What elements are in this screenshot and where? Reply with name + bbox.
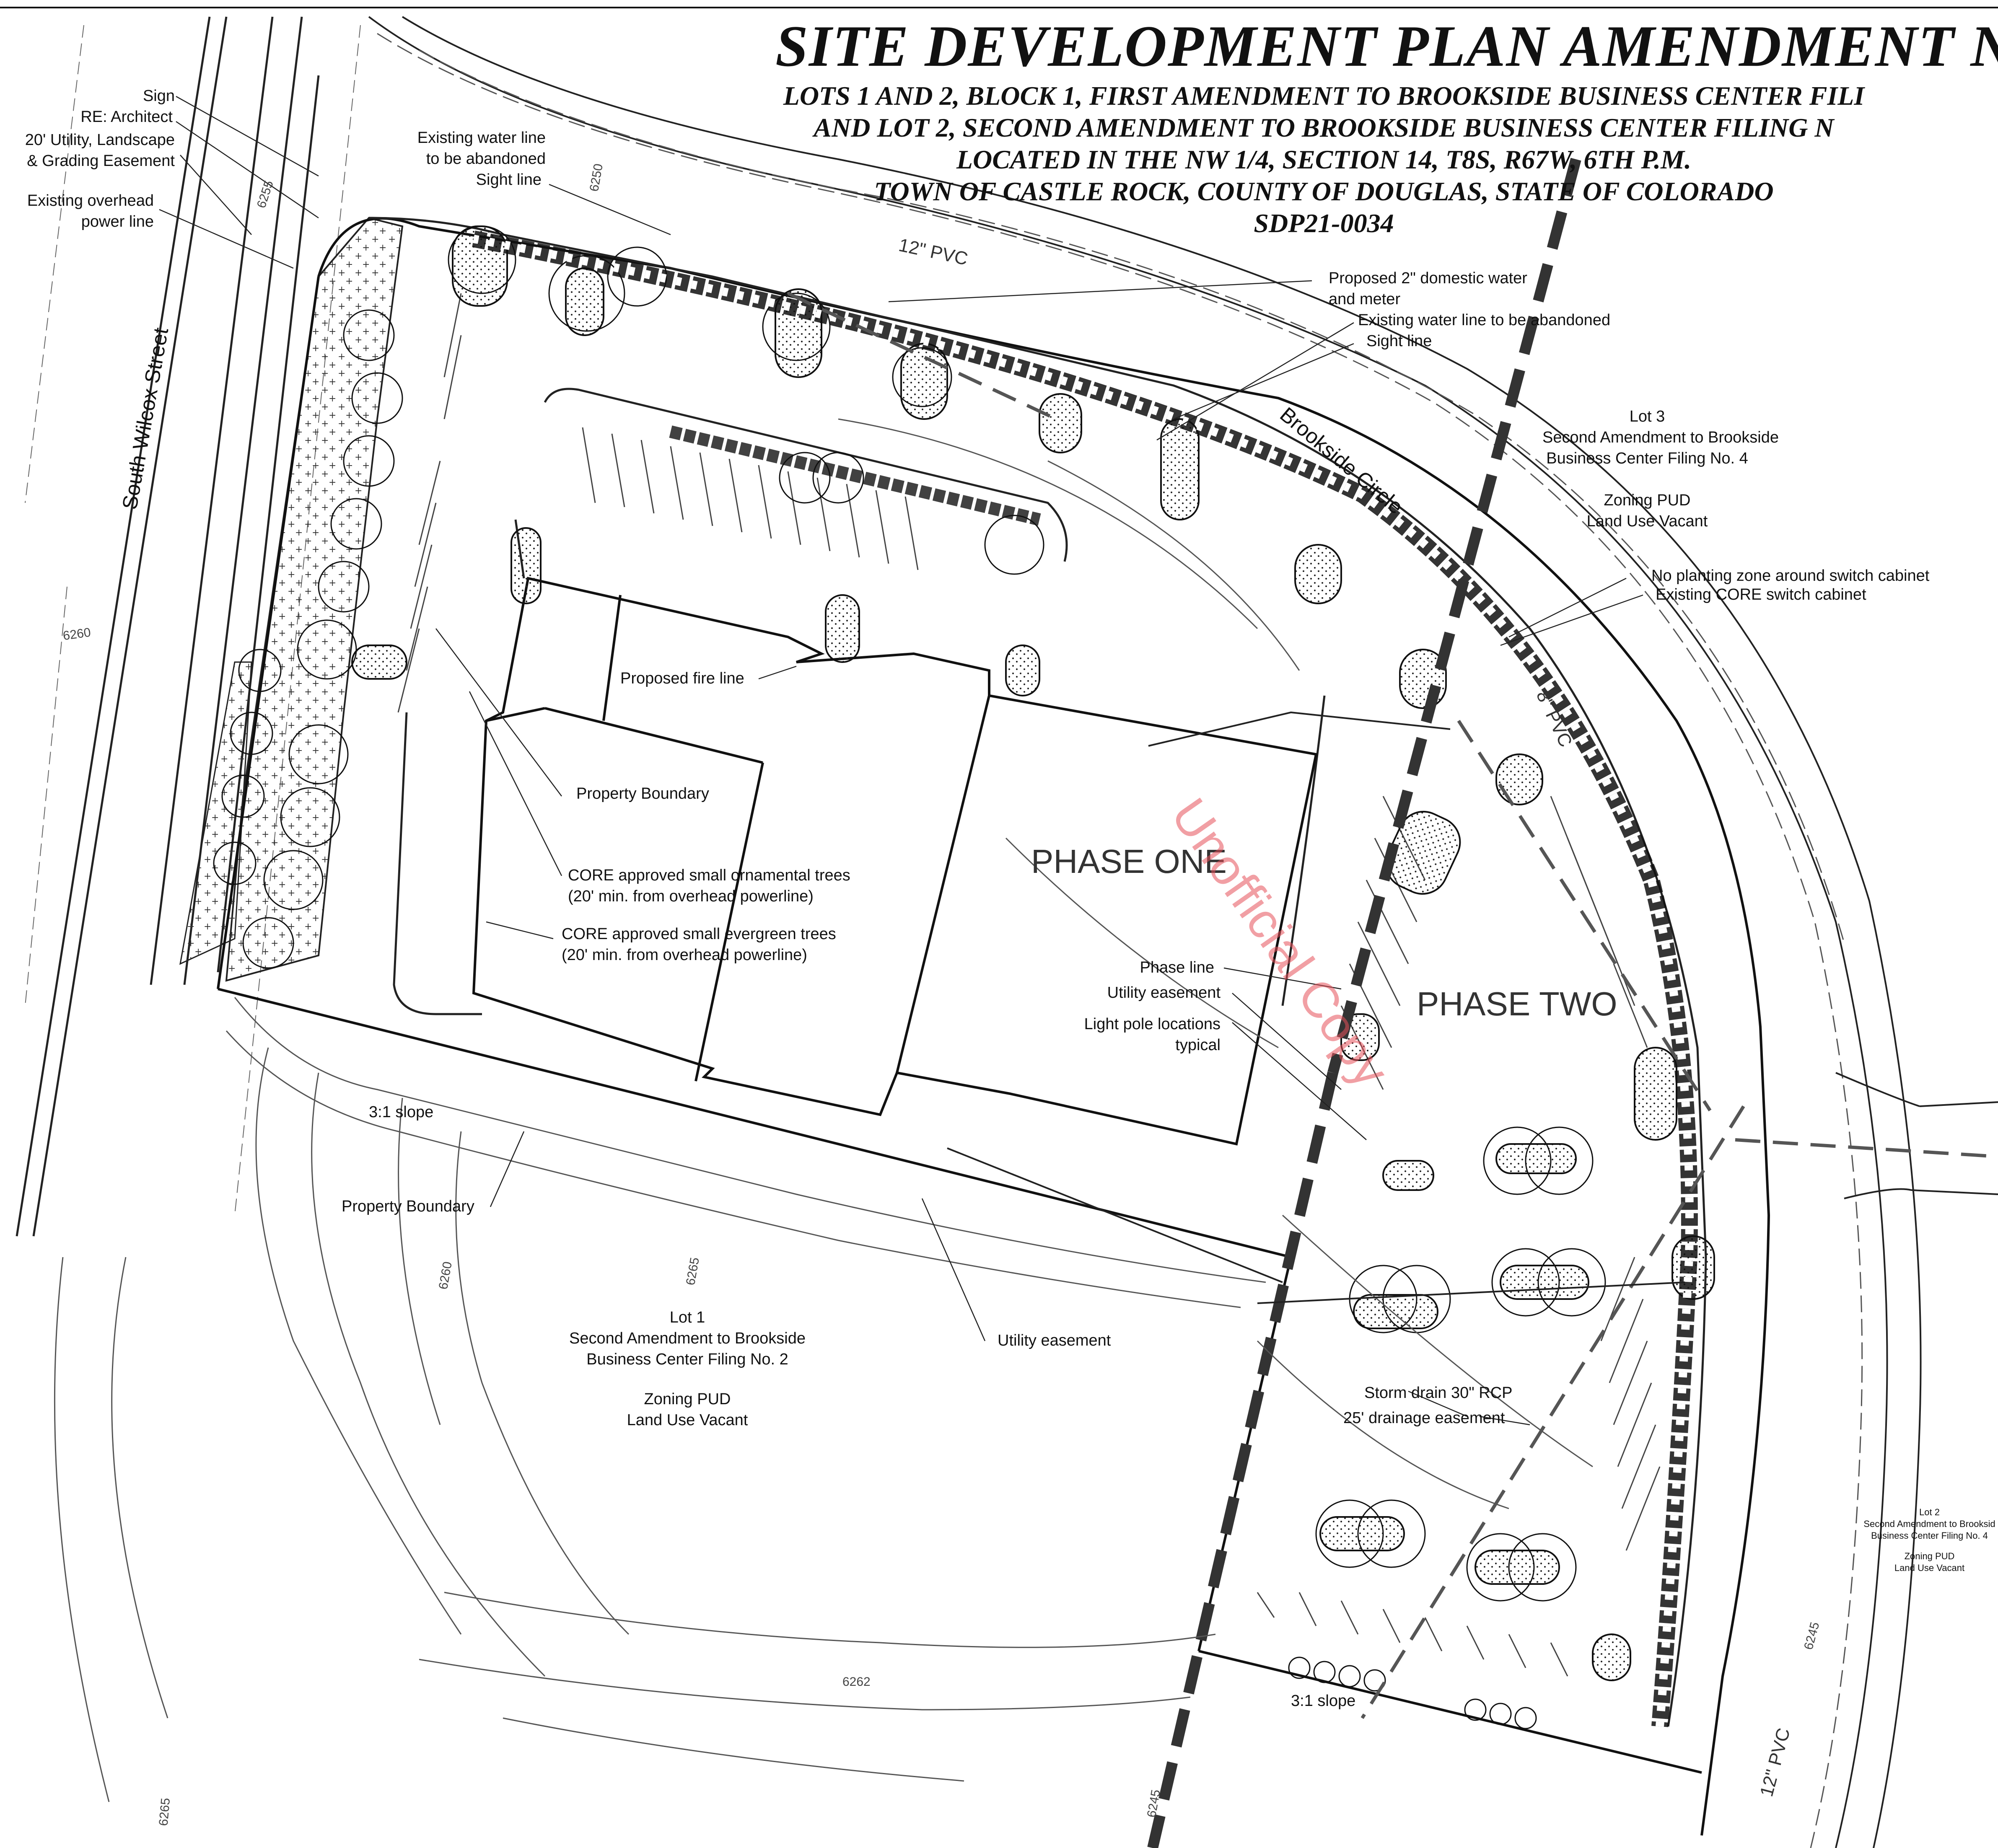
label-ornamental-trees-2: (20' min. from overhead powerline)	[568, 888, 814, 905]
label-lot2-title: Lot 2	[1919, 1507, 1940, 1517]
plan-subtitle-3: LOCATED IN THE NW 1/4, SECTION 14, T8S, …	[956, 145, 1692, 174]
label-utility-landscape: 20' Utility, Landscape	[25, 131, 175, 149]
label-drainage-easement: 25' drainage easement	[1343, 1409, 1505, 1427]
plan-subtitle-1: LOTS 1 AND 2, BLOCK 1, FIRST AMENDMENT T…	[783, 81, 1865, 111]
plan-case-number: SDP21-0034	[1254, 208, 1394, 238]
label-lot1-landuse: Land Use Vacant	[627, 1411, 748, 1429]
contour-6262: 6262	[842, 1675, 871, 1689]
label-evergreen-trees-1: CORE approved small evergreen trees	[562, 925, 836, 943]
label-phase-one: PHASE ONE	[1031, 843, 1227, 880]
label-utility-easement-1: Utility easement	[1107, 984, 1221, 1002]
label-proposed-fire-line: Proposed fire line	[620, 670, 744, 687]
label-water-abandon-1: Existing water line	[417, 129, 546, 147]
label-evergreen-trees-2: (20' min. from overhead powerline)	[562, 946, 807, 964]
label-lot3-title: Lot 3	[1629, 408, 1665, 425]
label-lot2-line2: Second Amendment to Brooksid	[1863, 1519, 1995, 1529]
label-sight-line-2: Sight line	[1366, 332, 1432, 350]
plan-title: SITE DEVELOPMENT PLAN AMENDMENT N	[775, 14, 1998, 79]
label-utility-easement-2: Utility easement	[998, 1332, 1111, 1349]
brookside-circle-road	[368, 16, 1922, 1848]
leader-lines	[159, 96, 1643, 1426]
label-lot1-zoning: Zoning PUD	[644, 1390, 731, 1408]
label-lot3-zoning: Zoning PUD	[1604, 492, 1691, 509]
label-lot2-landuse: Land Use Vacant	[1894, 1563, 1965, 1573]
label-re-architect: RE: Architect	[80, 108, 173, 126]
label-sight-line-1: Sight line	[476, 171, 542, 189]
label-domestic-water-2: and meter	[1329, 290, 1401, 308]
label-lot1-title: Lot 1	[669, 1309, 705, 1326]
label-light-pole-1: Light pole locations	[1084, 1015, 1221, 1033]
label-light-pole-2: typical	[1175, 1036, 1221, 1054]
label-phase-two: PHASE TWO	[1417, 985, 1617, 1022]
label-water-abandon-2: to be abandoned	[426, 150, 546, 168]
building-footprints	[472, 577, 1318, 1146]
label-lot3-line3: Business Center Filing No. 4	[1546, 450, 1748, 467]
title-block: SITE DEVELOPMENT PLAN AMENDMENT N LOTS 1…	[650, 13, 1998, 239]
tree-canopies	[213, 225, 1606, 1729]
label-slope-2: 3:1 slope	[1291, 1692, 1356, 1710]
label-no-planting-zone: No planting zone around switch cabinet	[1651, 567, 1930, 585]
label-lot2-line3: Business Center Filing No. 4	[1871, 1530, 1988, 1541]
label-sign: Sign	[143, 87, 175, 105]
label-lot1-line3: Business Center Filing No. 2	[586, 1351, 788, 1368]
label-water-abandon-3: Existing water line to be abandoned	[1358, 311, 1611, 329]
label-property-boundary-1: Property Boundary	[576, 785, 709, 802]
label-phase-line: Phase line	[1140, 959, 1214, 976]
plan-subtitle-4: TOWN OF CASTLE ROCK, COUNTY OF DOUGLAS, …	[874, 176, 1774, 206]
phase-line	[1147, 158, 1581, 1848]
label-slope-1: 3:1 slope	[369, 1103, 434, 1121]
label-overhead-power-2: power line	[81, 213, 154, 230]
label-lot3-landuse: Land Use Vacant	[1586, 512, 1708, 530]
label-lot3-line2: Second Amendment to Brookside	[1542, 429, 1779, 446]
label-ornamental-trees-1: CORE approved small ornamental trees	[568, 867, 850, 884]
south-wilcox-street-lines	[16, 16, 320, 1237]
landscape-buffer	[225, 217, 404, 982]
label-overhead-power-1: Existing overhead	[27, 192, 154, 210]
label-storm-drain: Storm drain 30" RCP	[1364, 1384, 1513, 1402]
label-lot1-line2: Second Amendment to Brookside	[569, 1330, 806, 1347]
contour-lines	[54, 418, 1593, 1802]
label-core-switch-cabinet: Existing CORE switch cabinet	[1656, 586, 1866, 603]
label-domestic-water-1: Proposed 2" domestic water	[1329, 269, 1527, 287]
label-grading-easement: & Grading Easement	[27, 152, 175, 170]
contour-6260-a: 6260	[62, 625, 92, 643]
label-property-boundary-2: Property Boundary	[342, 1198, 474, 1215]
contour-6265-b: 6265	[156, 1797, 173, 1827]
label-lot2-zoning: Zoning PUD	[1904, 1551, 1955, 1561]
plan-subtitle-2: AND LOT 2, SECOND AMENDMENT TO BROOKSIDE…	[814, 113, 1834, 142]
